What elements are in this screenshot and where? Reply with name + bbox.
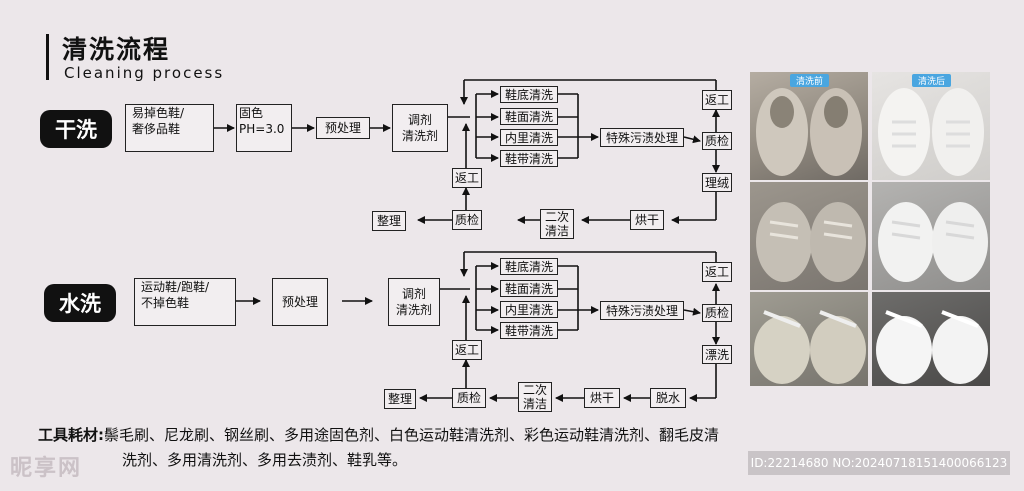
dry-part-upper: 鞋面清洗 (500, 108, 558, 125)
clean-sneaker-icon (878, 202, 988, 282)
tools-line2: 洗剂、多用清洗剂、多用去渍剂、鞋乳等。 (122, 451, 408, 469)
dry-agent-box: 调剂 清洗剂 (392, 104, 448, 152)
dry-fix-box: 固色 PH=3.0 (236, 104, 292, 152)
clean-shelltoe-icon (876, 310, 988, 384)
wet-qc-bottom: 质检 (452, 388, 486, 408)
dirty-sneaker-icon (756, 202, 866, 282)
wet-finish-box: 整理 (384, 389, 416, 409)
wet-qc-right: 质检 (702, 304, 732, 322)
wet-redo-left: 返工 (452, 340, 482, 360)
before-photo-2 (750, 182, 868, 290)
page-title: 清洗流程 (62, 35, 171, 64)
wet-part-sole: 鞋底清洗 (500, 258, 558, 275)
wet-agent-line1: 调剂 (401, 287, 426, 301)
title-accent-bar (46, 34, 49, 80)
wet-dry-box: 烘干 (584, 388, 620, 408)
dry-nap-box: 理绒 (702, 173, 732, 192)
page-subtitle: Cleaning process (64, 64, 225, 82)
tools-label: 工具耗材: (38, 426, 104, 444)
before-tag: 清洗前 (790, 74, 830, 87)
dry-finish-box: 整理 (372, 211, 406, 231)
wet-part-laces: 鞋带清洗 (500, 322, 558, 339)
dry-part-sole: 鞋底清洗 (500, 86, 558, 103)
after-photo-3 (872, 292, 990, 386)
dry-part-laces: 鞋带清洗 (500, 150, 558, 167)
wet-agent-line2: 清洗剂 (395, 303, 432, 317)
tools-line1: 鬃毛刷、尼龙刷、钢丝刷、多用途固色剂、白色运动鞋清洗剂、彩色运动鞋清洗剂、翻毛皮… (104, 426, 720, 444)
dry-input-line2: 奢侈品鞋 (132, 122, 181, 136)
dry-agent-line1: 调剂 (407, 113, 432, 127)
dry-clean-label: 干洗 (40, 110, 112, 148)
dry-agent-line2: 清洗剂 (401, 129, 438, 143)
wet-input-line2: 不掉色鞋 (141, 296, 190, 310)
watermark-logo: 昵享网 (10, 456, 83, 481)
wet-dehydrate-box: 脱水 (650, 388, 686, 408)
wet-part-upper: 鞋面清洗 (500, 280, 558, 297)
dry-input-line1: 易掉色鞋/ (132, 106, 185, 120)
wet-rinse-box: 漂洗 (702, 345, 732, 364)
wet-pretreat-box: 预处理 (272, 278, 328, 326)
wet-second-line2: 清洁 (522, 397, 547, 411)
dry-dry-box: 烘干 (630, 210, 664, 230)
dry-redo-left: 返工 (452, 168, 482, 188)
dry-second-line2: 清洁 (544, 224, 569, 238)
after-photo-1: 清洗后 (872, 72, 990, 180)
wet-special-stain-box: 特殊污渍处理 (600, 301, 684, 320)
wet-second-clean-box: 二次 清洁 (518, 382, 552, 412)
dry-qc-bottom: 质检 (452, 210, 482, 230)
wet-agent-box: 调剂 清洗剂 (388, 278, 440, 326)
dry-redo-right: 返工 (702, 90, 732, 110)
dry-fix-line2: PH=3.0 (239, 122, 285, 136)
wet-input-line1: 运动鞋/跑鞋/ (141, 280, 210, 294)
dirty-shoe-icon (756, 88, 862, 176)
dry-pretreat-box: 预处理 (316, 117, 370, 139)
wet-input-box: 运动鞋/跑鞋/ 不掉色鞋 (134, 278, 236, 326)
dry-input-box: 易掉色鞋/ 奢侈品鞋 (125, 104, 214, 152)
wet-second-line1: 二次 (522, 383, 547, 397)
before-photo-3 (750, 292, 868, 386)
dry-second-line1: 二次 (544, 210, 569, 224)
watermark-id: ID:22214680 NO:20240718151400066123 (748, 451, 1010, 475)
clean-shoe-icon (878, 88, 984, 176)
dirty-shelltoe-icon (754, 310, 866, 384)
after-photo-2 (872, 182, 990, 290)
after-tag: 清洗后 (912, 74, 952, 87)
dry-qc-right: 质检 (702, 132, 732, 150)
before-photo-1: 清洗前 (750, 72, 868, 180)
shoe-photo-grid: 清洗前 清洗后 (750, 72, 990, 386)
dry-fix-line1: 固色 (239, 106, 264, 120)
wet-part-lining: 内里清洗 (500, 301, 558, 318)
dry-part-lining: 内里清洗 (500, 129, 558, 146)
dry-special-stain-box: 特殊污渍处理 (600, 128, 684, 147)
wet-redo-right: 返工 (702, 262, 732, 282)
tools-text: 工具耗材:鬃毛刷、尼龙刷、钢丝刷、多用途固色剂、白色运动鞋清洗剂、彩色运动鞋清洗… (38, 423, 948, 473)
dry-second-clean-box: 二次 清洁 (540, 209, 574, 239)
wet-clean-label: 水洗 (44, 284, 116, 322)
